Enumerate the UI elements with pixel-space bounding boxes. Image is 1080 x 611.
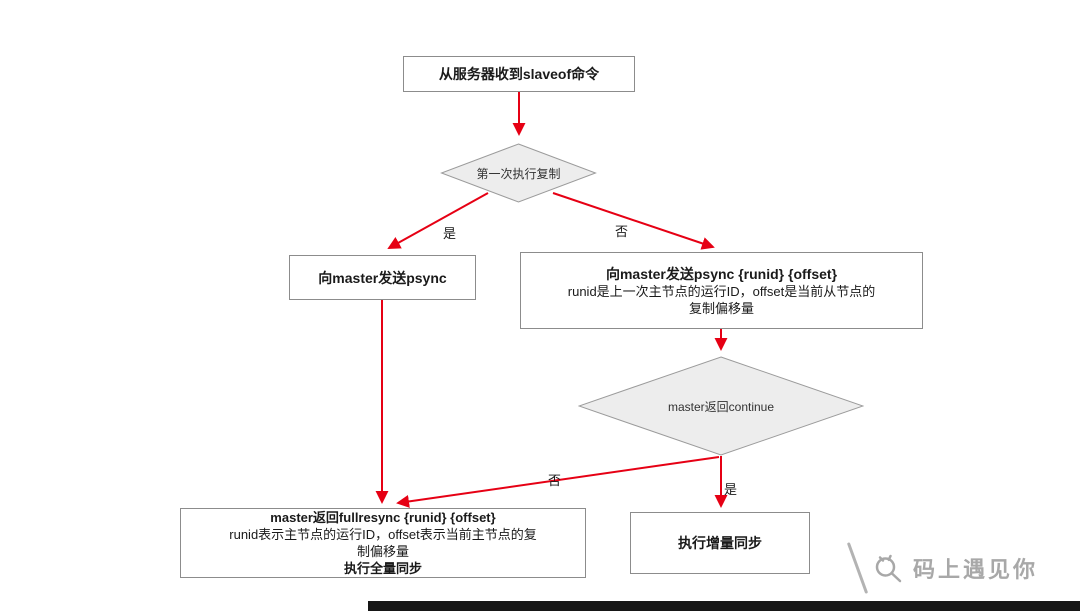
watermark-text: 码上遇见你 (913, 557, 1039, 582)
decision-master-continue-label: master返回continue (667, 399, 775, 414)
node-start-label: 从服务器收到slaveof命令 (438, 66, 600, 82)
node-start: 从服务器收到slaveof命令 (403, 56, 635, 92)
node-fullresync-title: master返回fullresync {runid} {offset} (270, 510, 496, 525)
node-send-psync-runid-title: 向master发送psync {runid} {offset} (605, 265, 838, 282)
node-send-psync-runid: 向master发送psync {runid} {offset} runid是上一… (520, 252, 923, 329)
edge-label-no-1: 否 (615, 224, 629, 239)
watermark: 码上遇见你 (846, 537, 1080, 599)
edge-label-no-2: 否 (548, 473, 562, 488)
edge-label-yes-2: 是 (724, 482, 738, 497)
watermark-slash (846, 542, 869, 594)
node-incremental-sync: 执行增量同步 (630, 512, 810, 574)
node-fullresync-footer: 执行全量同步 (343, 561, 422, 576)
node-fullresync-desc2: 制偏移量 (356, 544, 409, 559)
bottom-bar (368, 601, 1080, 611)
magnifier-icon (875, 554, 902, 583)
node-send-psync-label: 向master发送psync (318, 269, 447, 286)
diamond-shape (578, 356, 864, 456)
node-send-psync-runid-desc2: 复制偏移量 (688, 300, 754, 316)
decision-master-continue: master返回continue (578, 356, 864, 456)
node-fullresync-desc1: runid表示主节点的运行ID，offset表示当前主节点的复 (229, 527, 537, 542)
decision-first-replication-label: 第一次执行复制 (476, 166, 561, 181)
edge-label-yes-1: 是 (443, 226, 457, 241)
decision-first-replication: 第一次执行复制 (440, 143, 597, 203)
node-incremental-sync-label: 执行增量同步 (678, 535, 762, 551)
node-send-psync-runid-desc1: runid是上一次主节点的运行ID，offset是当前从节点的 (567, 283, 876, 299)
node-send-psync: 向master发送psync (289, 255, 476, 300)
diamond-shape (440, 143, 597, 203)
node-fullresync: master返回fullresync {runid} {offset} runi… (180, 508, 586, 578)
